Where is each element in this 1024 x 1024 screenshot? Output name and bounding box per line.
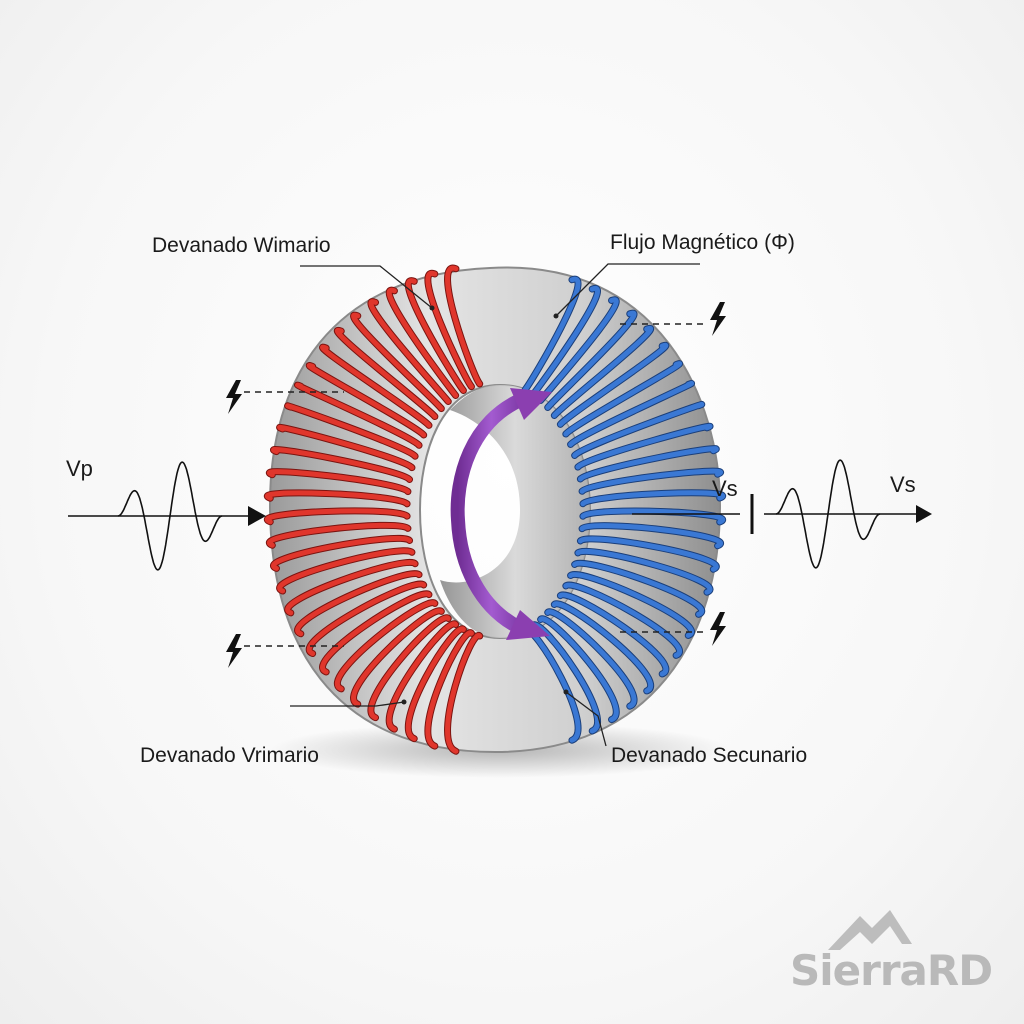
lightning-icon [226,634,242,668]
lightning-icon [226,380,242,414]
mountain-logo-icon [828,910,912,950]
winding-turn [557,342,669,427]
logo-text: SierraRD [790,946,993,995]
winding-turn [264,508,410,525]
label-vs-outer: Vs [890,472,916,497]
winding-turn [266,522,411,548]
winding-turn [405,626,466,742]
winding-turn [277,424,415,471]
leader-dot [429,305,435,311]
winding-turn [579,468,724,494]
label-bottom-right: Devanado Secunario [611,744,807,767]
winding-turn [295,382,422,448]
winding-turn [551,325,653,418]
winding-turn [306,581,427,657]
winding-turn [563,361,682,437]
winding-turn [580,508,726,525]
winding-turn [538,616,619,723]
winding-turn [425,271,474,390]
lightning-group [226,302,726,668]
winding-turn [335,327,438,420]
primary-winding [263,265,484,755]
winding-turn [386,621,459,732]
input-waveform [68,461,266,571]
label-top-left: Devanado Wimario [152,234,331,257]
winding-turn [445,266,483,387]
winding-turn [551,601,653,694]
winding-turn [351,608,444,707]
lightning-icon [710,302,726,336]
label-vp: Vp [66,456,93,481]
label-vs-inner: Vs [712,476,738,501]
winding-turn [557,592,669,677]
output-waveform [632,459,932,569]
winding-turn [545,609,637,709]
leader-lines [290,263,700,747]
winding-turn [285,403,418,459]
leader-dot [401,699,407,705]
winding-turn [266,469,411,495]
label-bottom-left: Devanado Vrimario [140,744,319,767]
leader-dot [553,313,559,319]
winding-turn [351,312,444,412]
winding-turn [568,380,694,447]
winding-turn [522,276,581,393]
winding-turn [368,299,451,405]
winding-turn [320,344,432,428]
winding-turn [306,362,427,438]
winding-turn [575,548,713,595]
field-dashes [244,323,706,647]
winding-turn [572,401,705,458]
winding-turn [572,560,705,617]
winding-turn [277,548,415,594]
winding-turn [579,523,724,549]
leader-dot [563,689,569,695]
winding-turn [264,490,410,507]
winding-turn [577,536,719,572]
winding-turn [580,490,726,507]
winding-turn [577,446,719,482]
secondary-winding [521,275,727,744]
winding-turn [563,582,682,658]
winding-turn [271,446,413,482]
winding-turn [575,423,713,470]
winding-turn [285,559,418,616]
flux-arrow [450,388,552,640]
lightning-icon [710,612,726,646]
winding-turn [320,591,432,675]
winding-turn [425,630,474,749]
label-flux: Flujo Magnético (Φ) [610,231,795,254]
winding-turn [405,278,466,394]
winding-turn [545,310,637,411]
winding-turn [295,571,422,637]
winding-turn [386,287,459,398]
winding-turn [271,535,413,571]
winding-turn [530,286,601,398]
winding-turn [568,571,694,638]
winding-turn [368,615,451,721]
winding-turn [335,600,438,692]
winding-turn [445,633,483,754]
